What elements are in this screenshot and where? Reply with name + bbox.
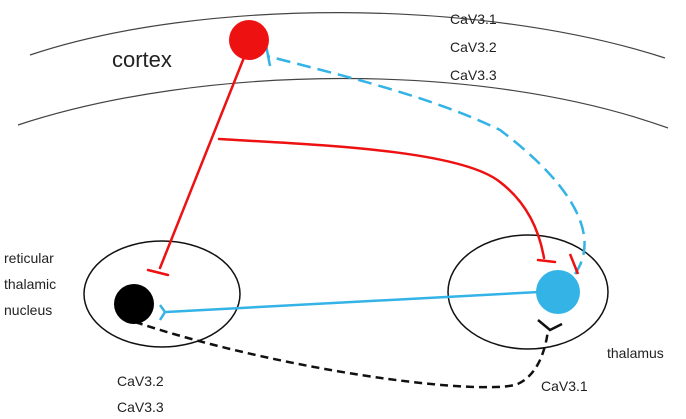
cortex-label: cortex: [112, 47, 172, 72]
rtn-label: thalamic: [4, 276, 56, 292]
rtn-label: nucleus: [4, 302, 52, 318]
thalamus-channel-label: CaV3.1: [541, 378, 588, 394]
thalamus-to-rtn-synapse-terminal: [158, 304, 167, 321]
thalamus-outline: [447, 234, 609, 350]
rtn-neuron-icon: [114, 284, 154, 324]
thalamus-to-rtn-projection: [165, 289, 559, 314]
cortical-neuron-icon: [229, 20, 269, 60]
corticothalamic-synapse-terminal: [568, 253, 580, 275]
rtn-to-thalamus-synapse-terminal: [537, 319, 563, 332]
thalamic-neuron-icon: [536, 270, 580, 314]
rtn-label: reticular: [4, 250, 54, 266]
reticular-thalamic-nucleus-outline: [83, 240, 241, 348]
rtn-to-thalamus-projection: [134, 320, 550, 389]
cortex-lower-boundary: [17, 77, 669, 129]
cortex-channel-label: CaV3.3: [450, 67, 497, 83]
thalamus-label: thalamus: [607, 345, 664, 361]
cortex-channel-label: CaV3.1: [450, 11, 497, 27]
rtn-channel-label: CaV3.3: [117, 399, 164, 415]
cortex-upper-boundary: [29, 12, 666, 59]
rtn-channel-label: CaV3.2: [117, 373, 164, 389]
cortex-channel-label: CaV3.2: [450, 39, 497, 55]
thalamocortical-projection: [266, 54, 586, 275]
corticothalamic-projection: [146, 48, 557, 277]
